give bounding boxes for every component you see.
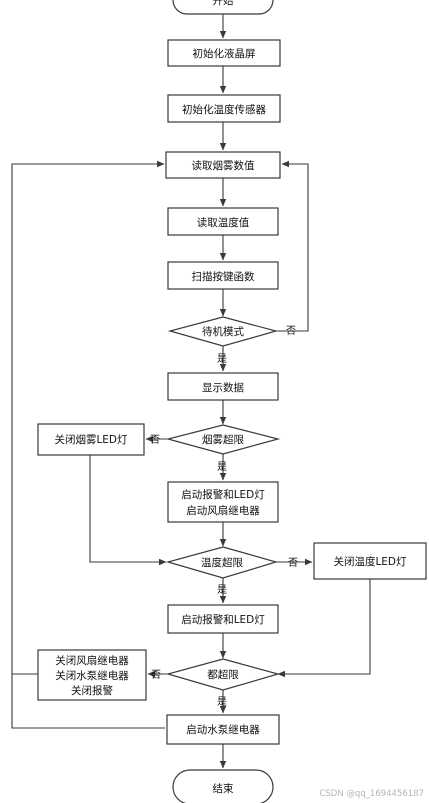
temp-over-label: 温度超限 — [201, 556, 243, 569]
end-label: 结束 — [213, 782, 234, 795]
scan-keys-node: 扫描按键函数 — [167, 261, 279, 290]
standby-yes-label: 是 — [217, 353, 227, 365]
temp-over-decision: 温度超限 — [165, 546, 279, 579]
read-smoke-node: 读取烟雾数值 — [165, 151, 281, 179]
connectors — [11, 14, 371, 769]
smoke-over-decision: 烟雾超限 — [165, 424, 281, 455]
smoke-over-label: 烟雾超限 — [202, 433, 244, 446]
csdn-watermark: CSDN @qq_1694456187 — [319, 789, 424, 799]
temp-yes-label: 是 — [217, 584, 227, 596]
both-yes-label: 是 — [217, 696, 227, 708]
close-relays-label-1: 关闭风扇继电器 — [55, 654, 129, 667]
init-lcd-label: 初始化液晶屏 — [193, 47, 256, 60]
display-data-label: 显示数据 — [202, 381, 244, 394]
start-pump-label: 启动水泵继电器 — [186, 723, 260, 736]
close-relays-label-3: 关闭报警 — [71, 684, 113, 697]
close-relays-node: 关闭风扇继电器 关闭水泵继电器 关闭报警 — [37, 649, 147, 701]
close-smoke-led-node: 关闭烟雾LED灯 — [37, 423, 145, 456]
read-temp-node: 读取温度值 — [167, 207, 279, 236]
arrow-close-temp-led-to-both-check — [277, 579, 371, 678]
both-over-label: 都超限 — [207, 668, 239, 681]
arrow-close-relays-loop-back — [11, 160, 165, 675]
end-node: 结束 — [172, 769, 274, 803]
alarm-led-label: 启动报警和LED灯 — [181, 613, 265, 626]
start-node: 开始 — [172, 0, 274, 15]
close-smoke-led-label: 关闭烟雾LED灯 — [54, 433, 128, 446]
standby-label: 待机模式 — [202, 325, 244, 338]
close-relays-label-2: 关闭水泵继电器 — [55, 669, 129, 682]
alarm-fan-label-1: 启动报警和LED灯 — [181, 488, 265, 501]
alarm-fan-node: 启动报警和LED灯 启动风扇继电器 — [167, 481, 279, 523]
alarm-led-node: 启动报警和LED灯 — [167, 604, 279, 634]
arrow-close-smoke-led-to-temp-check — [89, 455, 167, 566]
arrow-standby-no-loop — [276, 160, 309, 332]
close-temp-led-label: 关闭温度LED灯 — [333, 555, 407, 568]
standby-decision: 待机模式 — [167, 316, 279, 347]
scan-keys-label: 扫描按键函数 — [192, 270, 255, 283]
arrow-start-pump-loop-back — [11, 674, 165, 729]
both-over-decision: 都超限 — [165, 658, 281, 691]
smoke-yes-label: 是 — [217, 461, 227, 473]
display-data-node: 显示数据 — [167, 372, 279, 401]
init-sensor-label: 初始化温度传感器 — [182, 103, 266, 116]
alarm-fan-label-2: 启动风扇继电器 — [186, 504, 260, 517]
init-lcd-node: 初始化液晶屏 — [167, 39, 281, 67]
standby-no-label: 否 — [286, 325, 296, 337]
both-no-label: 否 — [151, 669, 161, 681]
smoke-no-label: 否 — [150, 434, 160, 446]
read-temp-label: 读取温度值 — [197, 216, 250, 229]
start-label: 开始 — [213, 0, 234, 7]
start-pump-node: 启动水泵继电器 — [166, 714, 280, 745]
read-smoke-label: 读取烟雾数值 — [192, 159, 255, 172]
temp-no-label: 否 — [288, 557, 298, 569]
init-sensor-node: 初始化温度传感器 — [167, 94, 281, 123]
close-temp-led-node: 关闭温度LED灯 — [313, 542, 427, 580]
